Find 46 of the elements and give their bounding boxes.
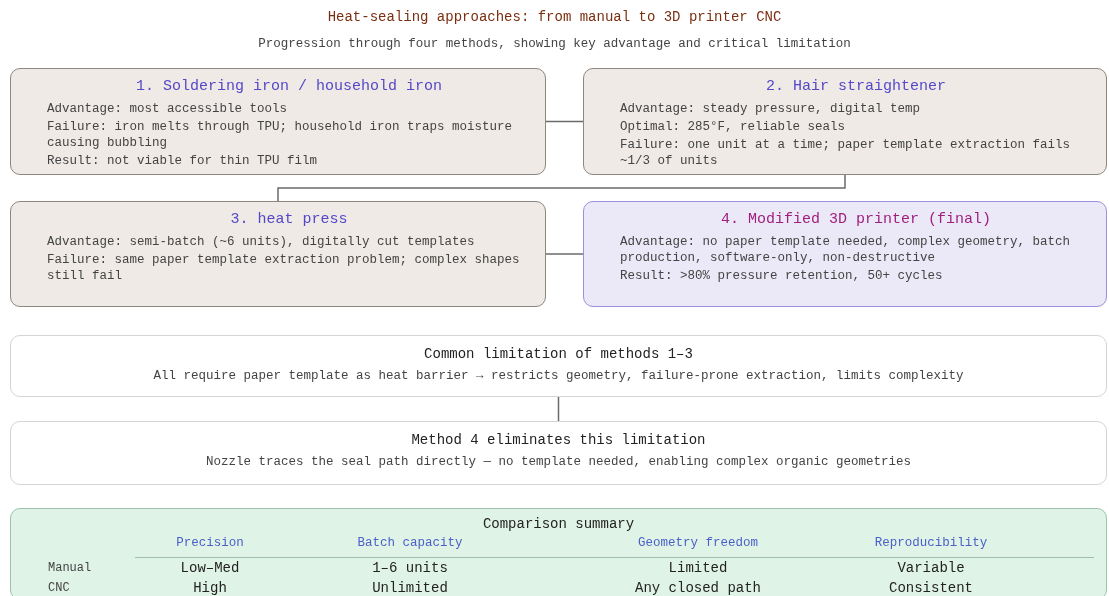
card-heading: Method 4 eliminates this limitation: [410, 432, 707, 448]
card-text: Failure: iron melts through TPU; household iron traps moisture causing bubbling: [47, 119, 514, 151]
card-text: Optimal: 285°F, reliable seals: [620, 119, 847, 135]
summary-panel: [10, 508, 1107, 596]
connector-line: [545, 120, 584, 123]
method-card: [10, 201, 546, 307]
card-text: Nozzle traces the seal path directly — no template needed, enabling complex organic geometries: [204, 454, 913, 470]
diagram-title: Heat-sealing approaches: from manual to 3D printer CNC: [326, 9, 783, 25]
table-cell: Low–Med: [180, 560, 240, 576]
diagram-subtitle: Progression through four methods, showing key advantage and critical limitation: [257, 37, 852, 51]
connector-line: [545, 253, 584, 255]
final-method-card: [583, 201, 1107, 307]
card-text: Advantage: steady pressure, digital temp: [620, 101, 922, 117]
table-cell: Unlimited: [372, 580, 448, 596]
card-heading: 1. Soldering iron / household iron: [134, 78, 444, 95]
card-heading: Common limitation of methods 1–3: [423, 346, 694, 362]
solution-box: [10, 421, 1107, 485]
card-text: Result: not viable for thin TPU film: [47, 153, 319, 169]
card-heading: Comparison summary: [481, 516, 636, 532]
table-cell: Variable: [897, 560, 965, 576]
connector-line: [557, 396, 560, 422]
card-text: Failure: same paper template extraction problem; complex shapes still fail: [47, 252, 521, 284]
column-header: Reproducibility: [874, 536, 988, 550]
column-header: Geometry freedom: [638, 536, 758, 550]
method-card: [583, 68, 1107, 175]
row-header: Manual: [48, 561, 92, 575]
table-cell: Limited: [668, 560, 728, 576]
column-header: Precision: [176, 536, 244, 550]
table-cell: 1–6 units: [372, 560, 448, 576]
connector-line: [277, 174, 846, 202]
card-text: Result: >80% pressure retention, 50+ cycles: [620, 268, 944, 284]
card-heading: 4. Modified 3D printer (final): [719, 211, 992, 228]
card-heading: 2. Hair straightener: [765, 78, 947, 95]
table-cell: Consistent: [889, 580, 973, 596]
card-text: Advantage: semi-batch (~6 units), digitally cut templates: [47, 234, 476, 250]
card-text: All require paper template as heat barrier → restricts geometry, failure-prone extraction, limits complexity: [152, 368, 965, 384]
row-header: CNC: [48, 581, 70, 595]
card-heading: 3. heat press: [229, 211, 349, 228]
card-text: Failure: one unit at a time; paper template extraction fails ~1/3 of units: [620, 137, 1072, 169]
limitation-box: [10, 335, 1107, 397]
column-header: Batch capacity: [357, 536, 463, 550]
method-card: [10, 68, 546, 175]
table-cell: High: [193, 580, 227, 596]
card-text: Advantage: most accessible tools: [47, 101, 289, 117]
card-text: Advantage: no paper template needed, complex geometry, batch production, software-only, non-destructive: [620, 234, 1072, 266]
table-cell: Any closed path: [635, 580, 761, 596]
